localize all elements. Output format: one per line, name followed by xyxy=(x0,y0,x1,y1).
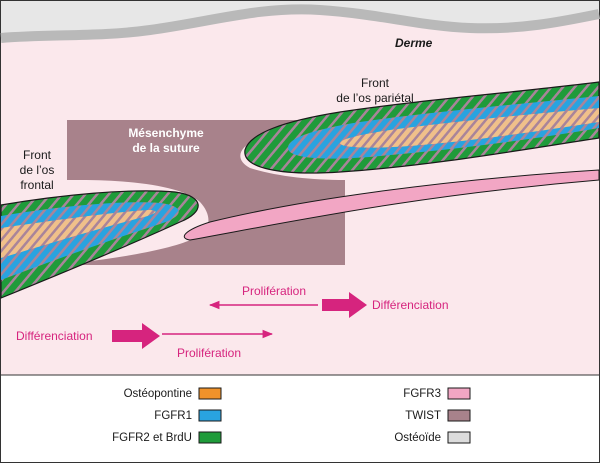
legend-left: Ostéopontine FGFR1 FGFR2 et BrdU xyxy=(112,387,222,444)
parietal-label-1: Front xyxy=(361,76,390,90)
legend-osteoide-swatch xyxy=(447,431,471,444)
legend-fgfr1-label: FGFR1 xyxy=(154,410,192,422)
proliferation-bottom-label: Prolifération xyxy=(177,346,241,360)
mesenchyme-label-1: Mésenchyme xyxy=(128,126,204,140)
legend-twist-label: TWIST xyxy=(405,410,441,422)
differenciation-arrow-top xyxy=(322,292,367,318)
proliferation-top-label: Prolifération xyxy=(242,284,306,298)
derme-label: Derme xyxy=(395,36,433,50)
differenciation-top-label: Différenciation xyxy=(372,298,449,312)
suture-mesenchyme xyxy=(58,120,345,265)
frontal-label-2: de l’os xyxy=(20,163,55,177)
legend-fgfr1-swatch xyxy=(198,409,222,422)
frontal-bone xyxy=(0,190,199,299)
legend-osteopontine-label: Ostéopontine xyxy=(124,388,192,400)
mesenchyme-label-2: de la suture xyxy=(132,141,200,155)
fgfr3-sliver xyxy=(183,169,600,241)
legend-osteoide-label: Ostéoïde xyxy=(394,432,441,444)
legend-osteopontine-swatch xyxy=(198,387,222,400)
frontal-label-1: Front xyxy=(23,148,52,162)
dermis-edge xyxy=(0,4,600,43)
legend-fgfr2-label: FGFR2 et BrdU xyxy=(112,432,192,444)
legend-fgfr2-swatch xyxy=(198,431,222,444)
legend-twist-swatch xyxy=(447,409,471,422)
parietal-bone xyxy=(244,81,600,174)
differenciation-bottom-label: Différenciation xyxy=(16,329,93,343)
legend-fgfr3-swatch xyxy=(447,387,471,400)
legend-fgfr3-label: FGFR3 xyxy=(403,388,441,400)
legend-right: FGFR3 TWIST Ostéoïde xyxy=(394,387,471,444)
differenciation-arrow-bottom xyxy=(112,323,160,349)
frontal-label-3: frontal xyxy=(20,178,53,192)
parietal-label-2: de l’os pariétal xyxy=(336,91,413,105)
